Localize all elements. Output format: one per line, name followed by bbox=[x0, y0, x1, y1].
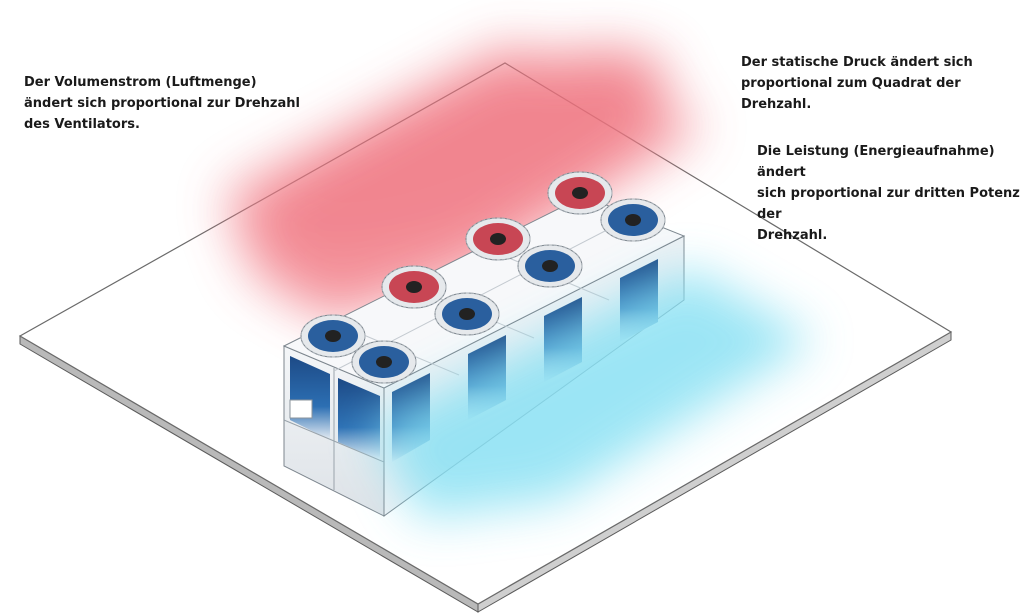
caption-volume-flow-line-1: Der Volumenstrom (Luftmenge) bbox=[24, 75, 257, 90]
caption-static-pressure: Der statische Druck ändert sich proporti… bbox=[741, 52, 1031, 115]
caption-power-line-2: sich proportional zur dritten Potenz der bbox=[757, 186, 1020, 222]
fan-8 bbox=[600, 198, 666, 242]
fan-3 bbox=[465, 217, 531, 261]
caption-power-line-3: Drehzahl. bbox=[757, 228, 828, 243]
caption-static-pressure-line-1: Der statische Druck ändert sich bbox=[741, 55, 973, 70]
fan-1 bbox=[300, 314, 366, 358]
fan-2 bbox=[381, 265, 447, 309]
caption-static-pressure-line-2: proportional zum Quadrat der Drehzahl. bbox=[741, 76, 961, 112]
caption-volume-flow-line-3: des Ventilators. bbox=[24, 117, 140, 132]
caption-volume-flow: Der Volumenstrom (Luftmenge) ändert sich… bbox=[24, 72, 314, 135]
fan-4 bbox=[547, 171, 613, 215]
warm-air-cloud bbox=[225, 45, 705, 320]
cool-air-cloud bbox=[370, 268, 815, 518]
fan-6 bbox=[434, 292, 500, 336]
fan-7 bbox=[517, 244, 583, 288]
caption-power: Die Leistung (Energieaufnahme) ändert si… bbox=[757, 141, 1029, 246]
fan-5 bbox=[351, 340, 417, 384]
caption-volume-flow-line-2: ändert sich proportional zur Drehzahl bbox=[24, 96, 300, 111]
caption-power-line-1: Die Leistung (Energieaufnahme) ändert bbox=[757, 144, 995, 180]
